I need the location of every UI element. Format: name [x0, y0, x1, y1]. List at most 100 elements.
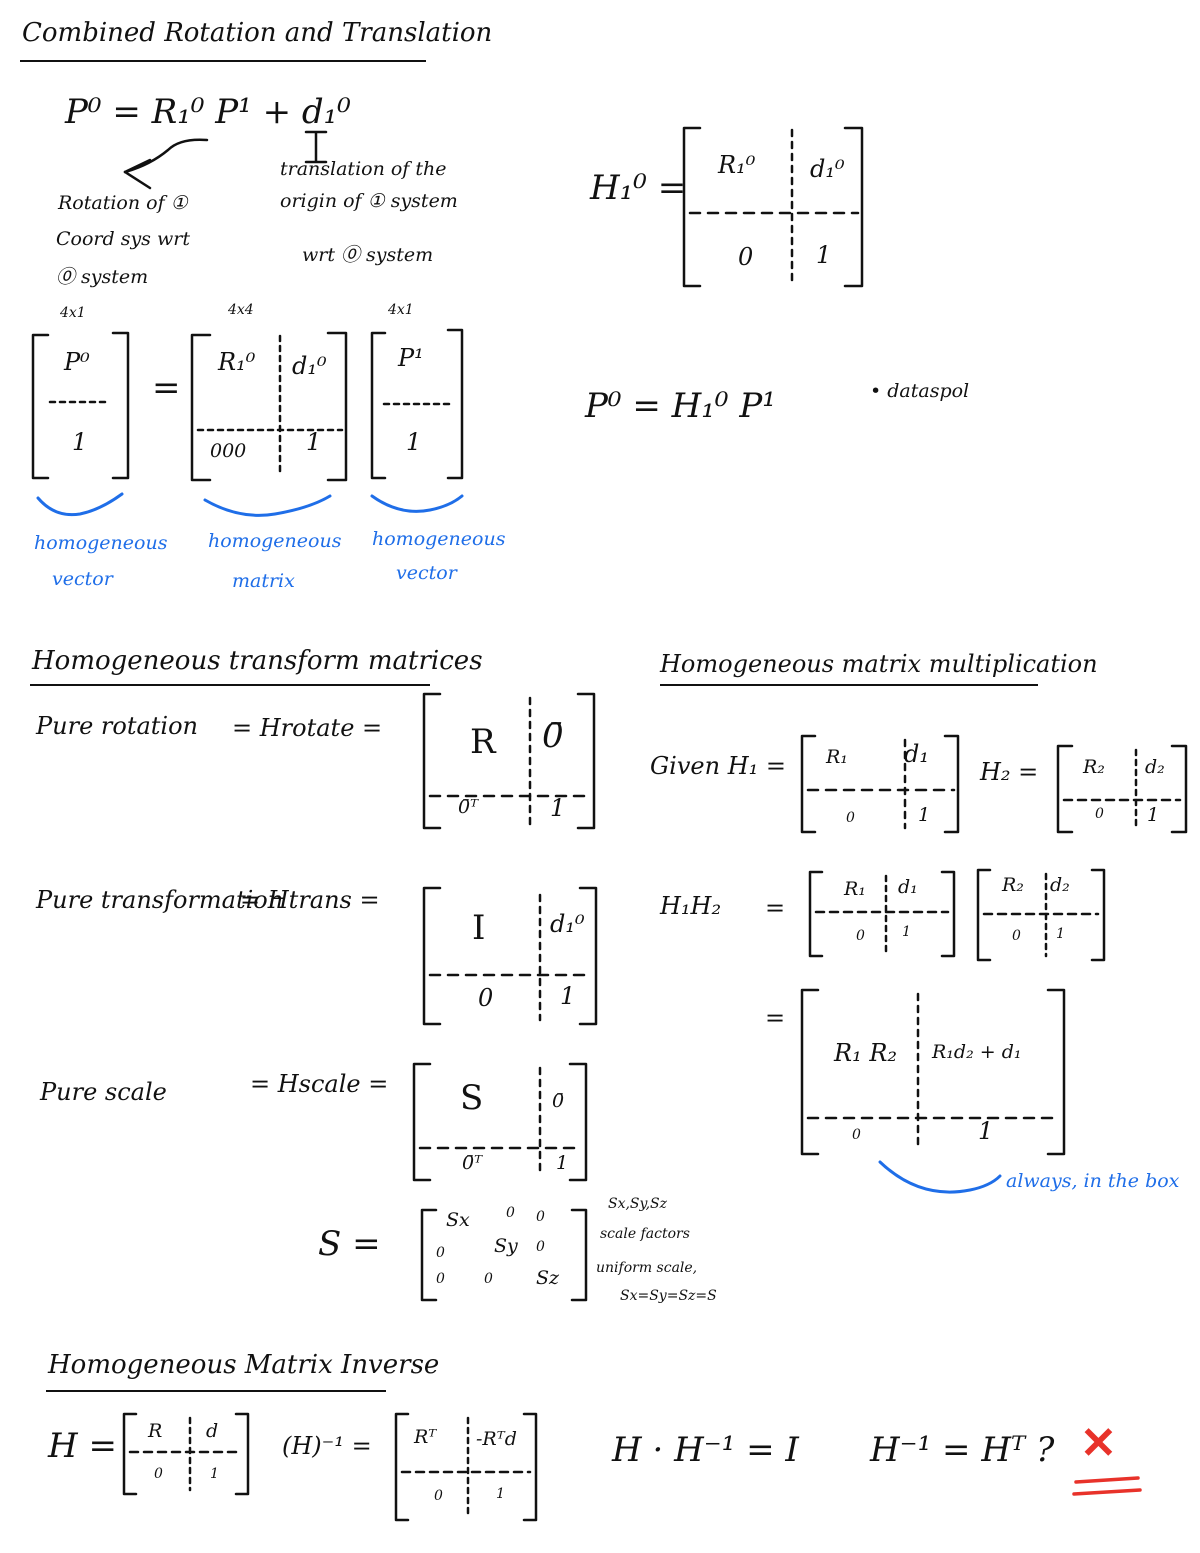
scale-bl: 0̄ᵀ: [462, 1152, 483, 1174]
mat-mid-bl: 000: [210, 440, 247, 462]
mat-mid-tl: R₁⁰: [218, 348, 256, 376]
rotation-br: 1: [550, 794, 566, 822]
product-h2-bl: 0: [1012, 928, 1021, 944]
mat-mid: R₁⁰ d₁⁰ 000 1: [188, 330, 348, 480]
product-h1-br: 1: [902, 924, 911, 940]
rotation-tr: 0̄: [542, 716, 564, 756]
vec-right: P¹ 1: [368, 330, 468, 480]
h2-tl: R₂: [1083, 756, 1105, 778]
rotation-label: Pure rotation: [36, 712, 199, 740]
label-homog-vector-2b: vector: [396, 562, 457, 584]
dim-right: 4x1: [388, 302, 414, 318]
s-note-1: Sx,Sy,Sz: [608, 1196, 667, 1212]
note-translation-2: origin of ① system: [280, 190, 458, 212]
h-tr: d: [206, 1420, 219, 1442]
h-def-br: 1: [816, 241, 832, 269]
label-homog-vector-2a: homogeneous: [372, 528, 506, 550]
product-h1-tr: d₁: [898, 876, 918, 898]
h-def-tr: d₁⁰: [810, 155, 845, 183]
note-translation-1: translation of the: [280, 158, 447, 180]
vec-left-top: P⁰: [64, 348, 90, 376]
eq-compact: P⁰ = H₁⁰ P¹: [585, 386, 776, 426]
note-rotation-2: Coord sys wrt: [56, 228, 190, 250]
note-rotation-1: Rotation of ①: [58, 192, 188, 214]
h-lhs: H =: [48, 1426, 117, 1466]
translation-matrix: I d₁⁰ 0 1: [420, 880, 595, 1025]
label-homog-vector-1a: homogeneous: [34, 532, 168, 554]
section1-title: Combined Rotation and Translation: [22, 18, 493, 48]
translation-tr: d₁⁰: [550, 910, 585, 938]
inv-br: 1: [496, 1486, 505, 1502]
s-r1c0: 0: [436, 1245, 445, 1261]
h2-matrix: R₂ d₂ 0 1: [1055, 742, 1190, 834]
h2-bl: 0: [1095, 806, 1104, 822]
product-eq: =: [765, 894, 786, 922]
h-def-bl: 0: [738, 243, 754, 271]
s-matrix: Sx 0 0 0 Sy 0 0 0 Sz: [418, 1205, 593, 1305]
h-def-matrix: R₁⁰ d₁⁰ 0 1: [680, 125, 865, 290]
translation-br: 1: [560, 982, 576, 1010]
h-bl: 0: [154, 1466, 163, 1482]
result-tl: R₁ R₂: [834, 1039, 898, 1067]
section4-title-underline: [46, 1390, 386, 1392]
h-matrix: R d 0 1: [122, 1410, 252, 1498]
h2-lhs: H₂ =: [980, 758, 1039, 786]
translation-label: Pure transformation: [36, 886, 284, 914]
product-lhs: H₁H₂: [660, 892, 722, 920]
result-br: 1: [978, 1117, 994, 1145]
eq-main: P⁰ = R₁⁰ P¹ + d₁⁰: [65, 92, 351, 132]
result-note: always, in the box: [1006, 1170, 1180, 1192]
s-r0c0: Sx: [446, 1209, 470, 1231]
given-label: Given H₁ =: [650, 752, 786, 780]
s-note-2: scale factors: [600, 1226, 690, 1242]
label-homog-matrix-b: matrix: [232, 570, 295, 592]
h1-tl: R₁: [826, 746, 848, 768]
h-tl: R: [148, 1420, 163, 1442]
h1-br: 1: [918, 804, 931, 826]
scale-label: Pure scale: [40, 1078, 167, 1106]
vec-left: P⁰ 1: [30, 330, 130, 480]
inv-matrix: Rᵀ -Rᵀd 0 1: [392, 1410, 540, 1522]
scale-tl: S: [460, 1078, 484, 1118]
identity-eq: H · H⁻¹ = I: [612, 1430, 799, 1470]
result-matrix: R₁ R₂ R₁d₂ + d₁ 0 1: [798, 985, 1066, 1157]
section2-title-underline: [30, 684, 430, 686]
s-r1c2: 0: [536, 1239, 545, 1255]
label-homog-matrix-a: homogeneous: [208, 530, 342, 552]
section3-title: Homogeneous matrix multiplication: [660, 650, 1098, 678]
h1-tr: d₁: [904, 740, 929, 768]
mat-mid-tr: d₁⁰: [292, 352, 327, 380]
rotation-tl: R: [470, 722, 496, 762]
wrong-mark: ✕: [1080, 1418, 1117, 1469]
s-r0c2: 0: [536, 1209, 545, 1225]
product-h2-tr: d₂: [1050, 874, 1070, 896]
s-note-3: uniform scale,: [596, 1260, 698, 1276]
note-rotation-3: ⓪ system: [56, 266, 149, 288]
product-h2-tl: R₂: [1002, 874, 1024, 896]
translation-bl: 0: [478, 984, 494, 1012]
vec-right-bottom: 1: [406, 428, 422, 456]
scale-eq: = Hscale =: [250, 1070, 389, 1098]
product-h2-br: 1: [1056, 926, 1065, 942]
rotation-eq: = Hrotate =: [232, 714, 383, 742]
note-translation-3: wrt ⓪ system: [302, 244, 434, 266]
dim-left: 4x1: [60, 305, 86, 321]
product-h1-tl: R₁: [844, 878, 866, 900]
inv-tl: Rᵀ: [414, 1426, 437, 1448]
note-compact: • dataspol: [870, 380, 970, 402]
mat-mid-br: 1: [306, 428, 322, 456]
vec-right-top: P¹: [398, 344, 424, 372]
section1-title-underline: [20, 60, 426, 62]
s-r1c1: Sy: [494, 1235, 518, 1257]
s-note-4: Sx=Sy=Sz=S: [620, 1288, 717, 1304]
rotation-bl: 0̄ᵀ: [458, 796, 479, 818]
label-homog-vector-1b: vector: [52, 568, 113, 590]
result-tr: R₁d₂ + d₁: [932, 1041, 1022, 1063]
rotation-matrix: R 0̄ 0̄ᵀ 1: [420, 690, 595, 830]
question-eq: H⁻¹ = Hᵀ ?: [870, 1430, 1055, 1470]
s-r2c1: 0: [484, 1271, 493, 1287]
h2-tr: d₂: [1145, 756, 1165, 778]
scale-br: 1: [556, 1152, 569, 1174]
h1-matrix: R₁ d₁ 0 1: [800, 732, 960, 837]
section4-title: Homogeneous Matrix Inverse: [48, 1350, 440, 1380]
